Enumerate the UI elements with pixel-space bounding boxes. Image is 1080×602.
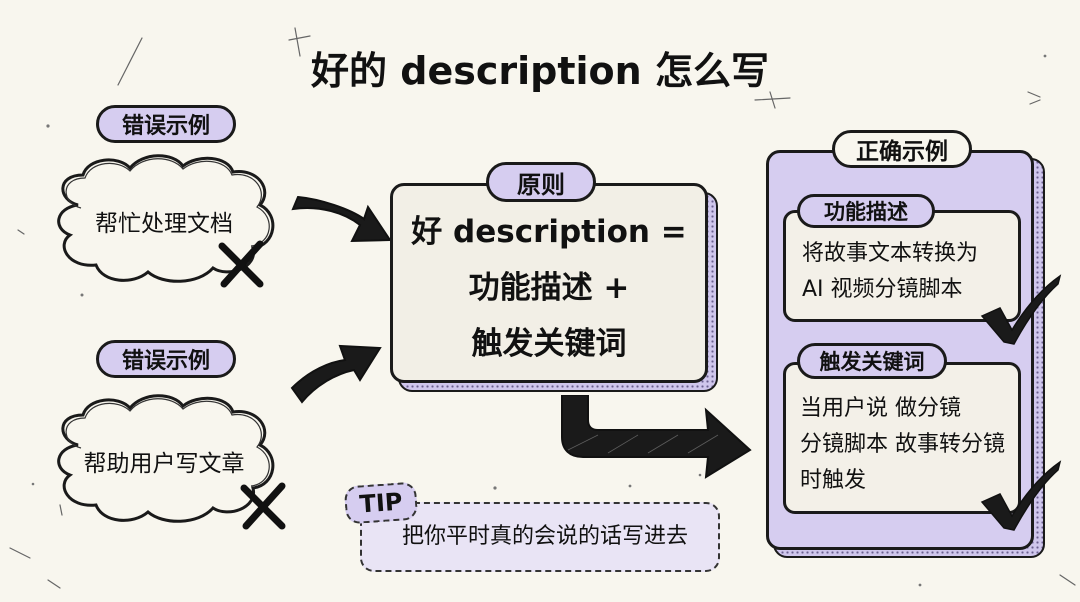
wrong-example-cloud-1: 帮忙处理文档 [48,150,280,290]
cloud-shape [57,154,275,283]
cross-icon [240,482,286,530]
correct-example-label: 正确示例 [832,130,972,168]
wrong-example-cloud-2: 帮助用户写文章 [48,390,280,530]
page-title: 好的 description 怎么写 [311,49,769,93]
principle-line-2: 功能描述 + [468,270,630,306]
function-description-line-2: AI 视频分镜脚本 [802,277,963,302]
arrow-right-icon [290,344,382,404]
label-text: 错误示例 [121,349,210,374]
label-text: 触发关键词 [819,350,925,374]
bent-arrow-icon [561,395,752,479]
cloud-text: 帮助用户写文章 [83,451,245,477]
cloud-text: 帮忙处理文档 [95,211,233,237]
trigger-keywords-label: 触发关键词 [797,343,947,379]
trigger-keywords-line-1: 当用户说 做分镜 [800,396,961,421]
arrow-right-icon [291,195,390,243]
label-text: 功能描述 [824,200,908,224]
wrong-example-label-1: 错误示例 [96,105,236,143]
principle-line-1: 好 description = [411,214,687,250]
label-text: 错误示例 [121,114,210,139]
principle-box: 好 description = 功能描述 + 触发关键词 [390,183,708,383]
principle-label: 原则 [486,162,596,202]
cross-icon [218,240,264,288]
label-text: 原则 [517,170,565,199]
tip-text: 把你平时真的会说的话写进去 [401,524,688,549]
function-description-line-1: 将故事文本转换为 [802,241,979,266]
principle-line-3: 触发关键词 [471,326,627,362]
wrong-example-label-2: 错误示例 [96,340,236,378]
trigger-keywords-card [783,362,1021,514]
tip-box [360,502,720,572]
check-icon [980,274,1062,345]
check-icon [980,460,1062,531]
trigger-keywords-line-3: 时触发 [800,468,867,493]
trigger-keywords-line-2: 分镜脚本 故事转分镜 [800,432,1005,457]
cloud-shape [57,394,275,523]
label-text: 正确示例 [856,139,948,165]
function-description-label: 功能描述 [797,194,935,228]
label-text: TIP [358,487,404,519]
